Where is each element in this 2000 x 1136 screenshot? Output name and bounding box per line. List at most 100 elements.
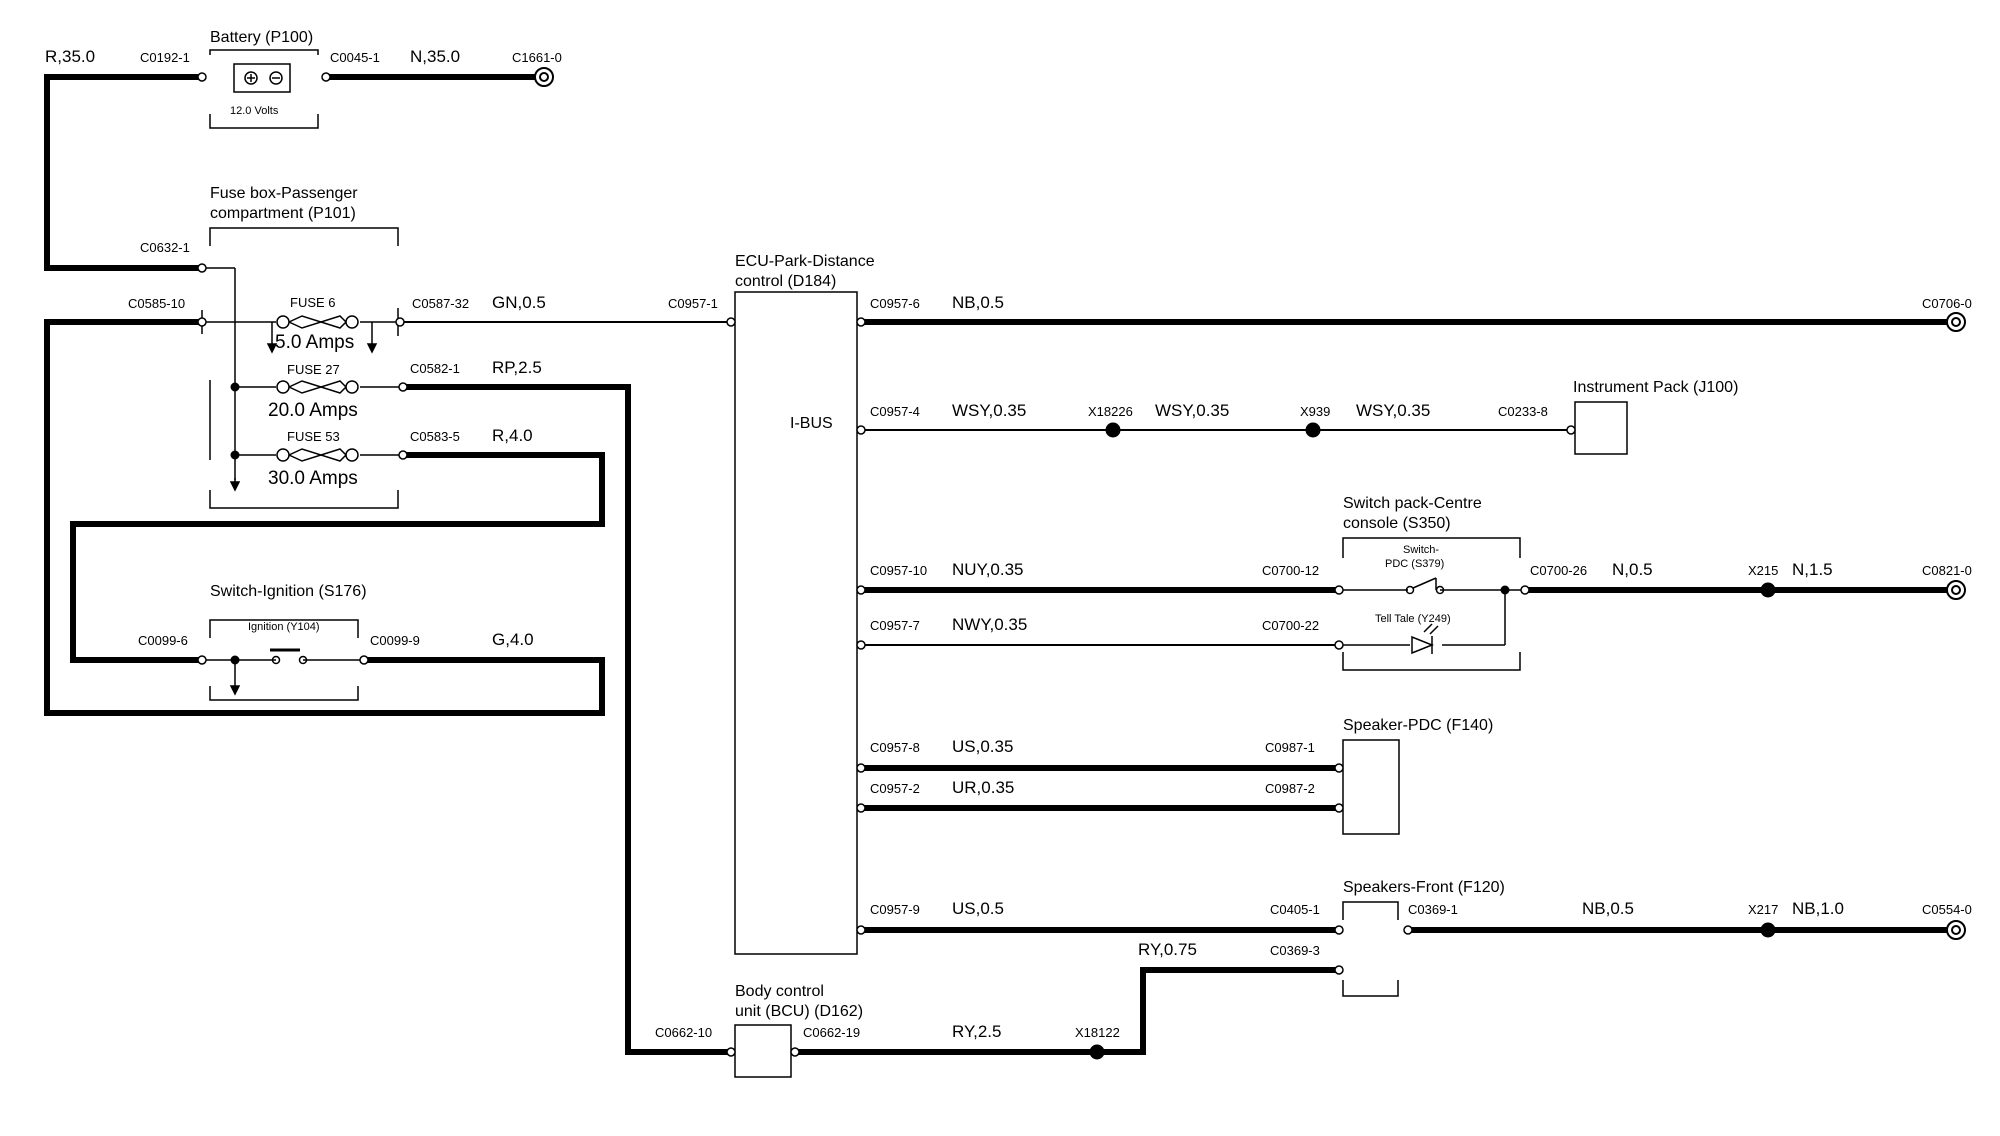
wire-label-us05: US,0.5 [952,899,1004,918]
fuse53-name: FUSE 53 [287,429,340,444]
switch-pdc-1: Switch- [1403,544,1439,556]
conn-c1661-0: C1661-0 [512,50,562,65]
splice-x18122 [1089,1044,1105,1060]
ecu-title-2: control (D184) [735,273,836,290]
ecu-box [734,291,858,955]
conn-c0957-10: C0957-10 [870,563,927,578]
ignition-bracket [209,619,359,638]
wire-label-n15: N,1.5 [1792,560,1833,579]
wire-label-ry075: RY,0.75 [1138,940,1197,959]
fuse53-rating: 30.0 Amps [268,468,358,489]
conn-c0369-1: C0369-1 [1408,902,1458,917]
wire-label-nb05-top: NB,0.5 [952,293,1004,312]
wire-label-nb05-bot: NB,0.5 [1582,899,1634,918]
conn-c0706-0: C0706-0 [1922,296,1972,311]
wire-label-wsy1: WSY,0.35 [952,401,1026,420]
instrument-box [1574,401,1628,455]
fuse-symbols [276,315,359,462]
wire-label-nwy: NWY,0.35 [952,615,1027,634]
wire-label-n05: N,0.5 [1612,560,1653,579]
fuse6-name: FUSE 6 [290,295,336,310]
conn-c0045-1: C0045-1 [330,50,380,65]
conn-c0987-1: C0987-1 [1265,740,1315,755]
wire-label-ur035: UR,0.35 [952,778,1014,797]
fuse27-name: FUSE 27 [287,362,340,377]
splice-x215 [1760,582,1776,598]
switchpack-title-2: console (S350) [1343,515,1451,532]
wire-label-rp25: RP,2.5 [492,358,542,377]
conn-x939: X939 [1300,404,1330,419]
bcu-title-1: Body control [735,983,824,1000]
conn-c0700-12: C0700-12 [1262,563,1319,578]
speakers-front-title: Speakers-Front (F120) [1343,879,1505,896]
wire-label-gn05: GN,0.5 [492,293,546,312]
wire-label-nb10: NB,1.0 [1792,899,1844,918]
splice-x18226 [1105,422,1121,438]
wire-label-nuy: NUY,0.35 [952,560,1024,579]
conn-c0099-6: C0099-6 [138,633,188,648]
speaker-pdc-title: Speaker-PDC (F140) [1343,717,1493,734]
switch-pdc-2: PDC (S379) [1385,558,1444,570]
instrument-title: Instrument Pack (J100) [1573,379,1738,396]
ecu-ibus: I-BUS [790,415,833,432]
wire-label-wsy2: WSY,0.35 [1155,401,1229,420]
conn-c0700-22: C0700-22 [1262,618,1319,633]
wire-r40 [70,452,605,663]
fusebox-title-1: Fuse box-Passenger [210,185,358,202]
splice-x939 [1305,422,1321,438]
conn-c0554-0: C0554-0 [1922,902,1972,917]
fusebox-title-2: compartment (P101) [210,205,356,222]
wire-rp25 [405,384,728,1055]
conn-c0632-1: C0632-1 [140,240,190,255]
bcu-title-2: unit (BCU) (D162) [735,1003,863,1020]
fuse6-rating: 5.0 Amps [275,332,354,353]
battery-volts: 12.0 Volts [230,105,279,117]
conn-c0583-5: C0583-5 [410,429,460,444]
conn-c0582-1: C0582-1 [410,361,460,376]
telltale-label: Tell Tale (Y249) [1375,613,1451,625]
wire-label-r40: R,4.0 [492,426,533,445]
conn-c0662-10: C0662-10 [655,1025,712,1040]
conn-x215: X215 [1748,563,1778,578]
conn-c0957-8: C0957-8 [870,740,920,755]
wire-label-g40: G,4.0 [492,630,534,649]
conn-c0957-9: C0957-9 [870,902,920,917]
fuse27-rating: 20.0 Amps [268,400,358,421]
conn-c0405-1: C0405-1 [1270,902,1320,917]
conn-c0957-1: C0957-1 [668,296,718,311]
wire-r35 [44,74,202,271]
switchpack-title-1: Switch pack-Centre [1343,495,1482,512]
end-terminals [534,67,1966,940]
conn-c0957-7: C0957-7 [870,618,920,633]
splice-x217 [1760,922,1776,938]
fusebox-bracket [209,227,399,246]
conn-c0192-1: C0192-1 [140,50,190,65]
battery-title: Battery (P100) [210,29,313,46]
ignition-inner: Ignition (Y104) [248,621,320,633]
conn-c0587-32: C0587-32 [412,296,469,311]
conn-x217: X217 [1748,902,1778,917]
ecu-title-1: ECU-Park-Distance [735,253,875,270]
conn-c0662-19: C0662-19 [803,1025,860,1040]
speakers-front-bracket [1342,901,1399,920]
conn-c0957-4: C0957-4 [870,404,920,419]
conn-c0099-9: C0099-9 [370,633,420,648]
speaker-pdc-box [1342,739,1400,835]
wire-label-r35: R,35.0 [45,47,95,66]
conn-c0957-6: C0957-6 [870,296,920,311]
wire-label-ry25: RY,2.5 [952,1022,1001,1041]
conn-c0700-26: C0700-26 [1530,563,1587,578]
conn-x18226: X18226 [1088,404,1133,419]
conn-c0233-8: C0233-8 [1498,404,1548,419]
wire-label-us035: US,0.35 [952,737,1013,756]
conn-c0369-3: C0369-3 [1270,943,1320,958]
conn-c0987-2: C0987-2 [1265,781,1315,796]
switchpack-bracket [1342,537,1521,558]
conn-c0821-0: C0821-0 [1922,563,1972,578]
conn-x18122: X18122 [1075,1025,1120,1040]
ignition-title: Switch-Ignition (S176) [210,583,367,600]
wire-c0585-loop [44,319,605,716]
conn-c0957-2: C0957-2 [870,781,920,796]
wire-ry [798,967,1337,1055]
